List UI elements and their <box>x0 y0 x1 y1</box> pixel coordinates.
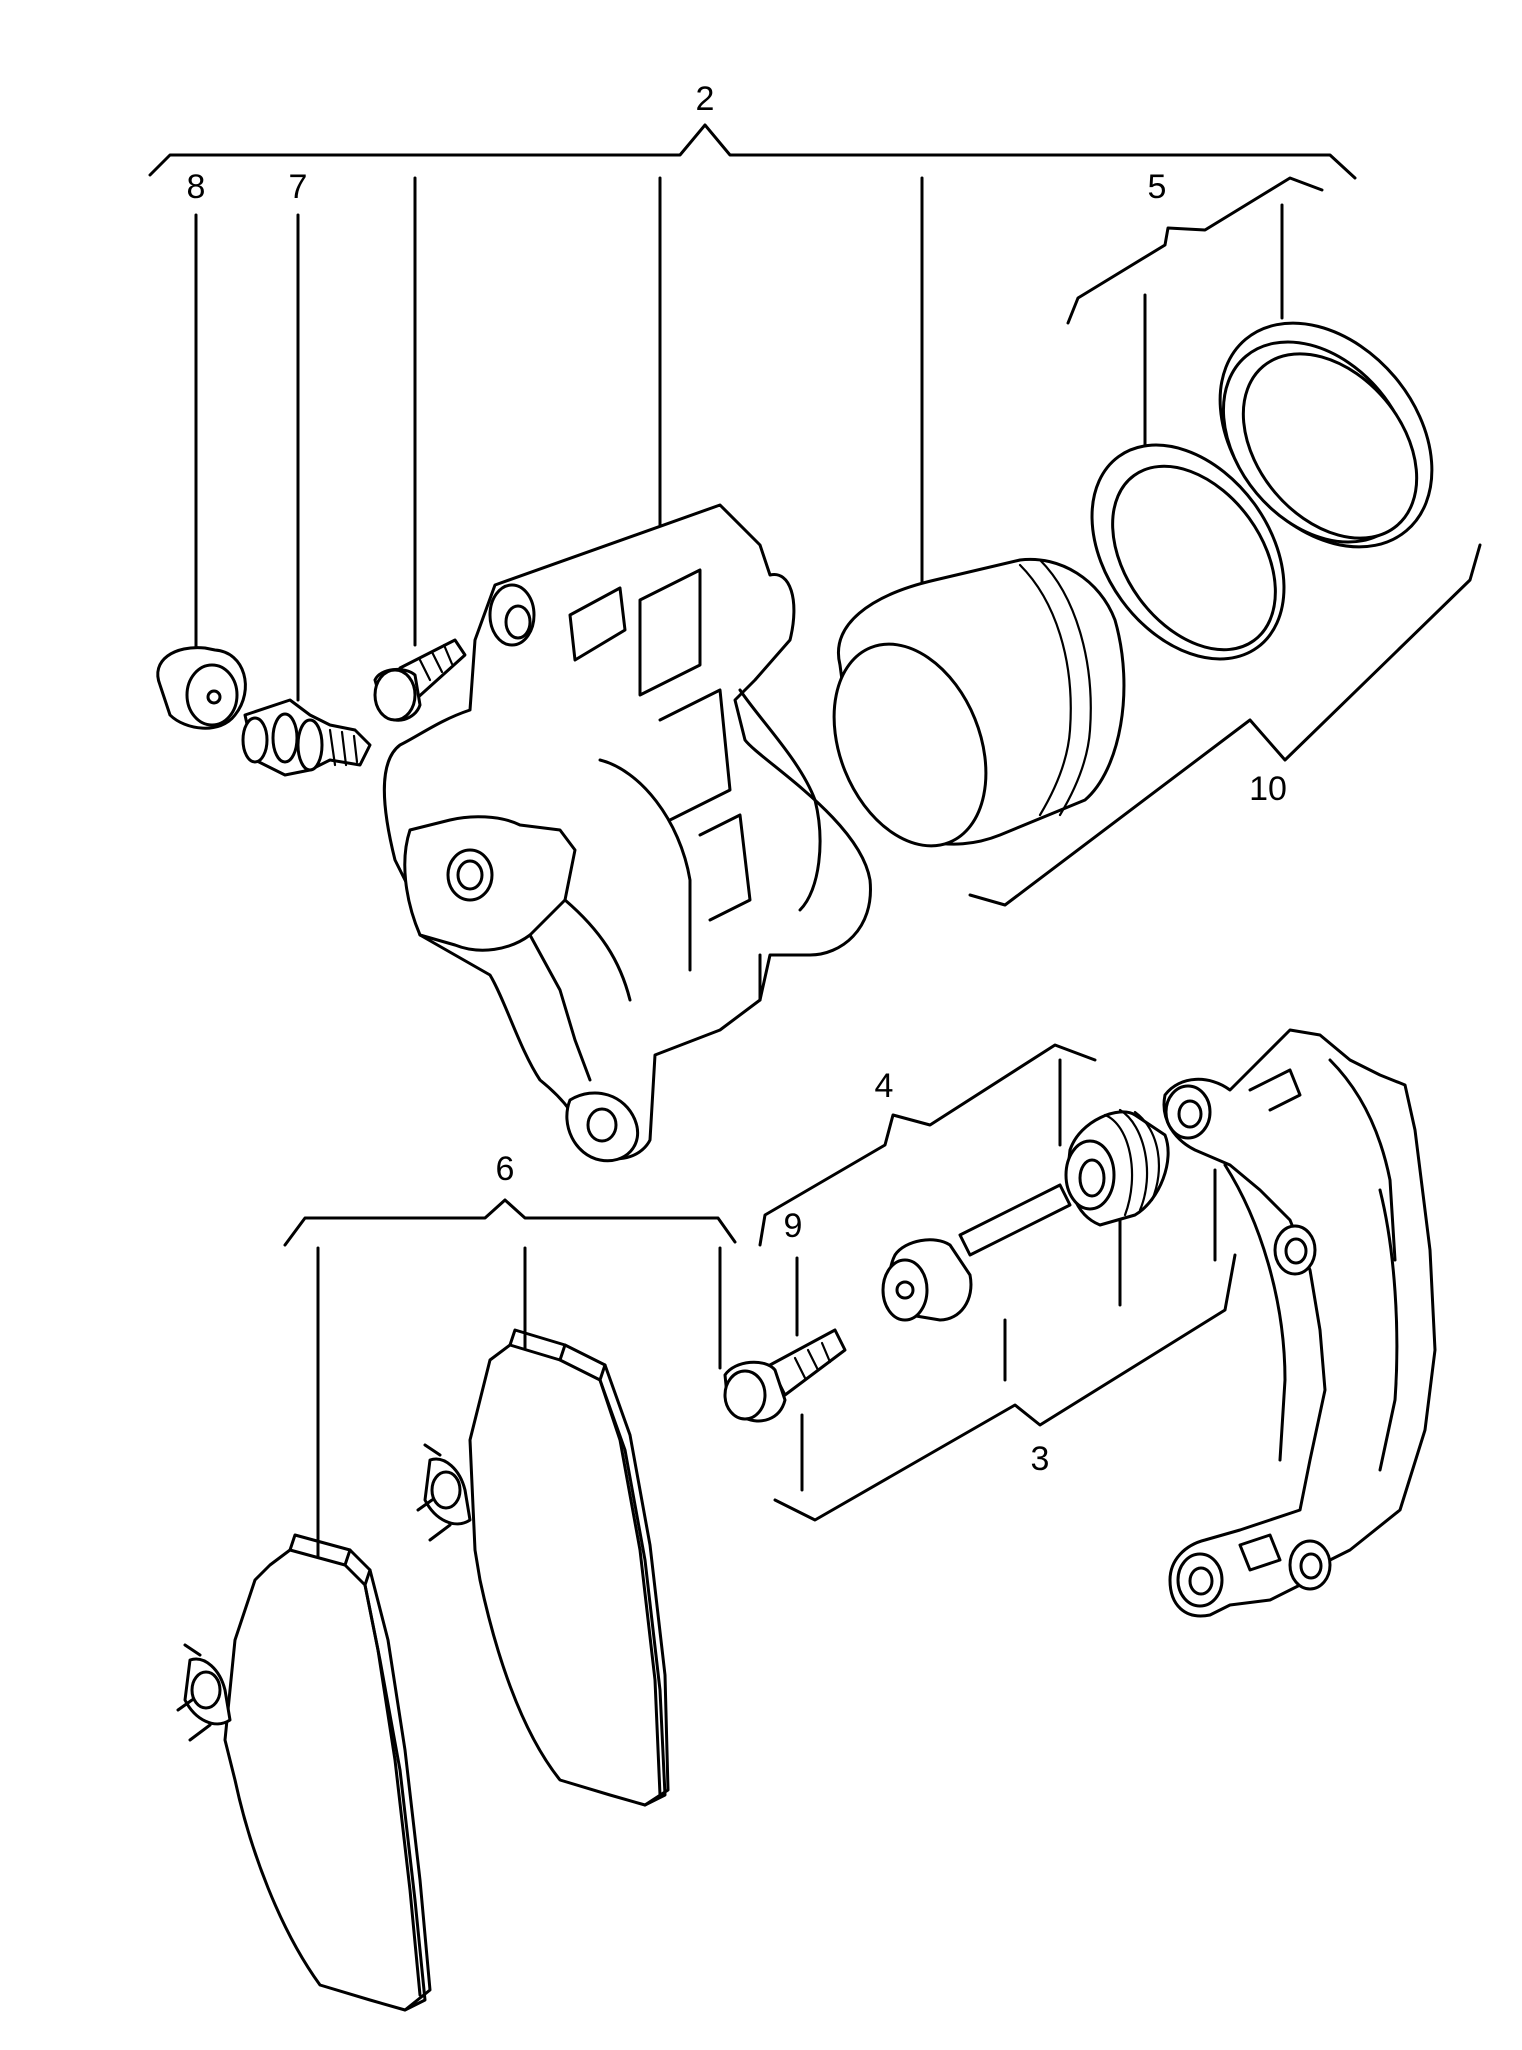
callout-10: 10 <box>1249 770 1287 808</box>
callout-8: 8 <box>187 168 206 206</box>
piston-part <box>832 557 1126 848</box>
guide-boot-part <box>1064 1108 1170 1227</box>
callout-5: 5 <box>1148 168 1167 206</box>
callout-2: 2 <box>696 80 715 118</box>
bracket-5 <box>1066 176 1324 447</box>
callout-6: 6 <box>496 1150 515 1188</box>
guide-pin-part <box>881 1183 1072 1322</box>
dust-boot-part <box>1218 321 1434 549</box>
bracket-4 <box>758 1043 1097 1247</box>
dust-cap-part <box>156 646 247 730</box>
brake-pad-front <box>176 1533 432 2012</box>
caliper-housing-part <box>382 503 872 1163</box>
brake-pad-rear <box>416 1328 670 1807</box>
callout-3: 3 <box>1031 1440 1050 1478</box>
guide-bolt-9 <box>723 1328 847 1423</box>
piston-seal-part <box>1090 443 1286 661</box>
callout-7: 7 <box>289 168 308 206</box>
callout-9: 9 <box>784 1207 803 1245</box>
callout-4: 4 <box>875 1067 894 1105</box>
bracket-10 <box>968 543 1482 907</box>
bleeder-screw-part <box>241 698 372 777</box>
caliper-carrier-part <box>1162 1028 1437 1618</box>
bracket-2 <box>148 123 1357 647</box>
guide-bolt-top <box>373 638 467 722</box>
